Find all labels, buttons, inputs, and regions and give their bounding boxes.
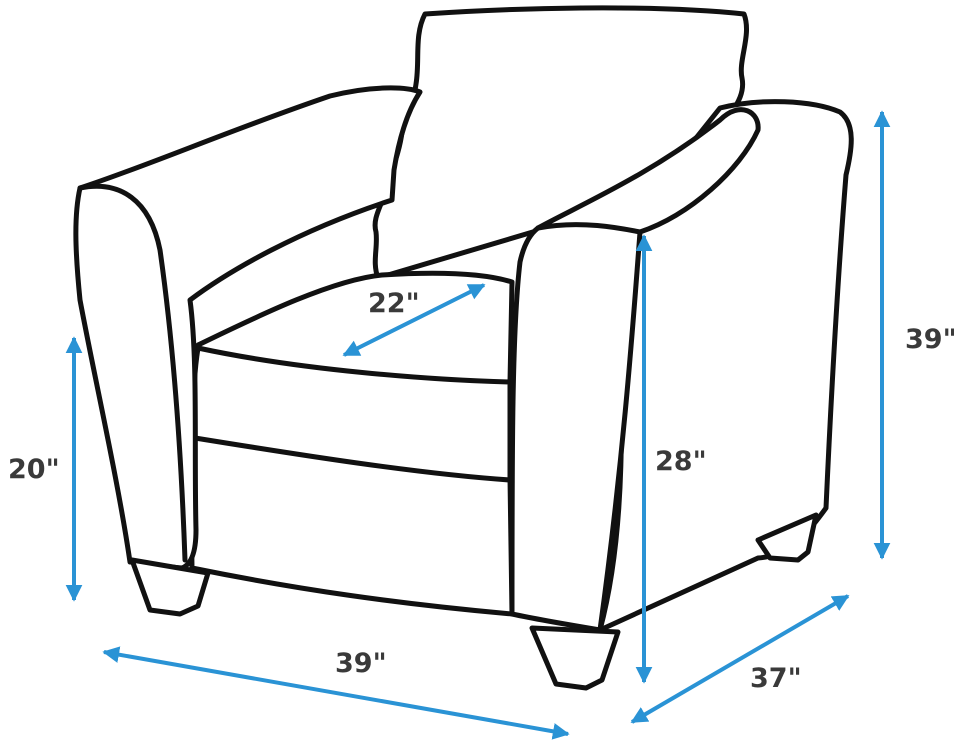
seat-depth-label: 22" <box>368 288 420 319</box>
right-arm-front-panel <box>535 222 643 235</box>
dimension-markers: 20" 22" 28" 39" 39" 37" <box>8 110 954 740</box>
left-arm <box>73 85 423 571</box>
seat-depth-arrow <box>342 283 486 357</box>
back-height-label: 28" <box>655 446 707 477</box>
left-arm-inner-curve <box>77 183 188 563</box>
leg-back-right <box>755 512 819 563</box>
leg-front-right <box>529 625 621 691</box>
right-arm <box>509 107 761 633</box>
depth-arrow <box>630 594 850 724</box>
depth-label: 37" <box>750 663 802 694</box>
width-arrow <box>102 646 570 740</box>
armchair-illustration <box>73 5 854 691</box>
arm-height-label: 20" <box>8 454 60 485</box>
width-label: 39" <box>335 648 387 679</box>
leg-front-left <box>129 557 211 617</box>
total-height-label: 39" <box>905 324 954 355</box>
